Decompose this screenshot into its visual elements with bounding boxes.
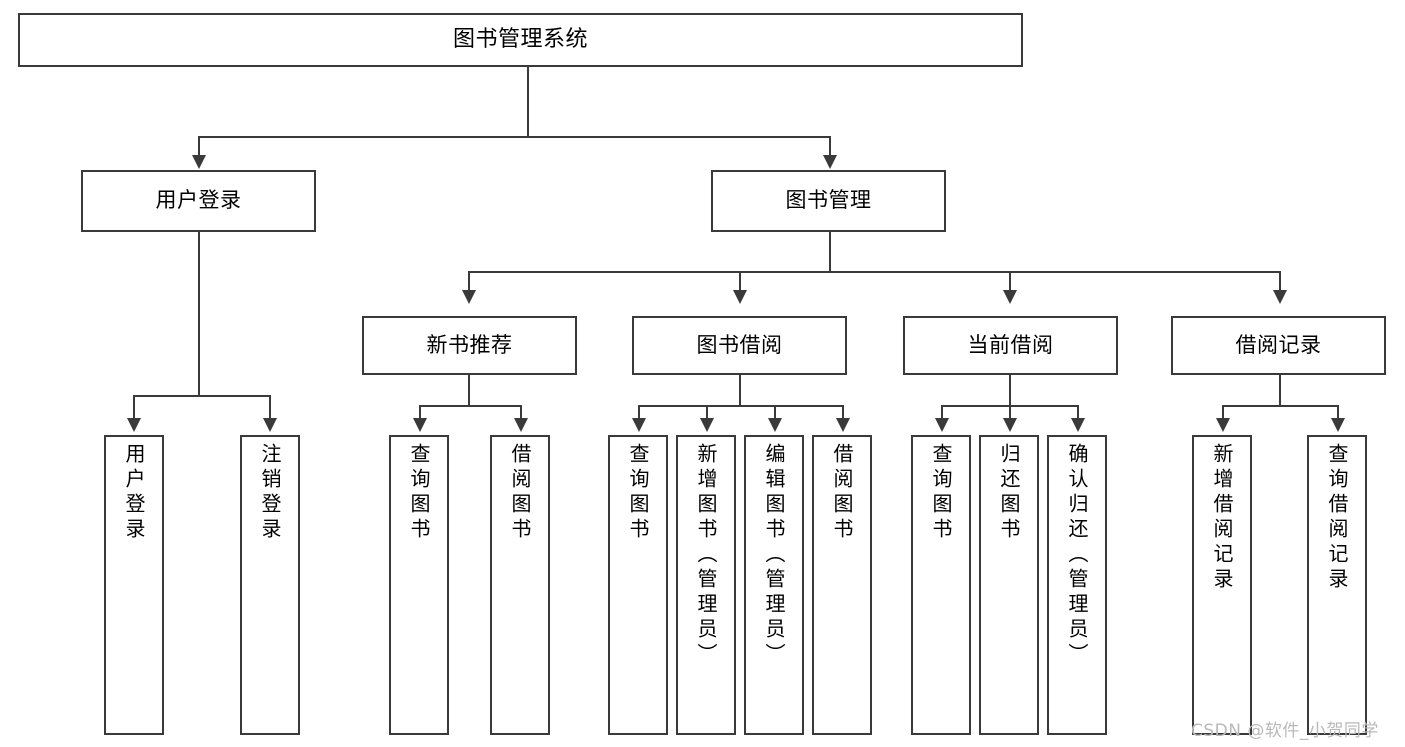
- connector-new-book-rec-stem: [468, 375, 470, 406]
- node-label: 查询图书: [929, 443, 953, 543]
- node-label: 新书推荐: [426, 332, 513, 357]
- node-current-borrow[interactable]: 当前借阅: [903, 316, 1118, 375]
- connector-borrow-record-bus: [1222, 405, 1339, 407]
- node-leaf-user-logout[interactable]: 注销登录: [240, 435, 300, 735]
- connector-borrow-record-drop-2: [1337, 405, 1339, 421]
- arrow-to-leaf-edit-book: [768, 418, 782, 432]
- node-leaf-borrow-book-2[interactable]: 借阅图书: [812, 435, 872, 735]
- connector-to-book-borrow: [739, 271, 741, 293]
- arrow-root-to-user-login: [192, 155, 206, 169]
- node-label: 归还图书: [997, 443, 1021, 543]
- node-label: 注销登录: [258, 443, 282, 543]
- node-label: 确认归还（管理员）: [1065, 443, 1089, 668]
- node-leaf-query-book-2[interactable]: 查询图书: [608, 435, 668, 735]
- connector-level3-bus: [468, 271, 1280, 273]
- connector-user-login-bus: [133, 395, 270, 397]
- node-book-borrow[interactable]: 图书借阅: [632, 316, 847, 375]
- arrow-to-borrow-record: [1273, 290, 1287, 304]
- node-label: 新增图书（管理员）: [694, 443, 718, 668]
- arrow-to-leaf-query-book-2: [632, 418, 646, 432]
- node-label: 用户登录: [122, 443, 146, 543]
- connector-book-borrow-drop-3: [774, 405, 776, 421]
- node-leaf-add-borrow-record[interactable]: 新增借阅记录: [1192, 435, 1252, 735]
- arrow-to-leaf-query-book-1: [413, 418, 427, 432]
- node-label: 借阅图书: [830, 443, 854, 543]
- connector-book-manage-stem: [829, 232, 831, 272]
- arrow-to-leaf-add-book: [700, 418, 714, 432]
- connector-borrow-record-stem: [1279, 375, 1281, 406]
- connector-borrow-record-drop-1: [1222, 405, 1224, 421]
- node-root-book-management-system[interactable]: 图书管理系统: [18, 13, 1023, 67]
- arrow-to-book-borrow: [733, 290, 747, 304]
- connector-root-stem: [527, 67, 529, 137]
- connector-user-login-drop-1: [133, 395, 135, 421]
- node-label: 借阅记录: [1235, 332, 1322, 357]
- connector-new-book-rec-drop-2: [520, 405, 522, 421]
- node-leaf-query-borrow-record[interactable]: 查询借阅记录: [1307, 435, 1367, 735]
- connector-root-to-user-login: [198, 136, 200, 158]
- connector-book-borrow-bus: [638, 405, 843, 407]
- connector-current-borrow-drop-1: [941, 405, 943, 421]
- node-label: 图书管理: [785, 188, 872, 213]
- arrow-to-current-borrow: [1003, 290, 1017, 304]
- node-label: 用户登录: [155, 188, 242, 213]
- node-leaf-user-login[interactable]: 用户登录: [104, 435, 164, 735]
- node-label: 借阅图书: [508, 443, 532, 543]
- connector-root-to-book-manage: [829, 136, 831, 158]
- node-book-management[interactable]: 图书管理: [711, 170, 946, 232]
- node-leaf-query-book-3[interactable]: 查询图书: [911, 435, 971, 735]
- node-user-login[interactable]: 用户登录: [81, 170, 316, 232]
- connector-book-borrow-stem: [739, 375, 741, 406]
- node-new-book-recommend[interactable]: 新书推荐: [362, 316, 577, 375]
- node-leaf-borrow-book-1[interactable]: 借阅图书: [490, 435, 550, 735]
- arrow-to-new-book-rec: [462, 290, 476, 304]
- connector-book-borrow-drop-2: [706, 405, 708, 421]
- arrow-to-leaf-user-logout: [263, 418, 277, 432]
- arrow-to-leaf-user-login: [127, 418, 141, 432]
- connector-book-borrow-drop-1: [638, 405, 640, 421]
- arrow-to-leaf-borrow-book-1: [514, 418, 528, 432]
- csdn-watermark: CSDN @软件_小贺同学: [1191, 721, 1379, 741]
- node-label: 新增借阅记录: [1210, 443, 1234, 593]
- connector-current-borrow-stem: [1009, 375, 1011, 406]
- connector-user-login-drop-2: [269, 395, 271, 421]
- node-leaf-add-book-admin[interactable]: 新增图书（管理员）: [676, 435, 736, 735]
- connector-current-borrow-drop-3: [1077, 405, 1079, 421]
- node-label: 查询图书: [407, 443, 431, 543]
- node-leaf-query-book-1[interactable]: 查询图书: [389, 435, 449, 735]
- connector-book-borrow-drop-4: [842, 405, 844, 421]
- node-label: 图书管理系统: [452, 26, 588, 52]
- node-label: 图书借阅: [696, 332, 783, 357]
- node-label: 编辑图书（管理员）: [762, 443, 786, 668]
- connector-to-new-book-rec: [468, 271, 470, 293]
- connector-new-book-rec-drop-1: [419, 405, 421, 421]
- arrow-to-leaf-return-book: [1003, 418, 1017, 432]
- node-label: 当前借阅: [967, 332, 1054, 357]
- arrow-to-leaf-add-record: [1216, 418, 1230, 432]
- node-borrow-record[interactable]: 借阅记录: [1171, 316, 1386, 375]
- connector-new-book-rec-bus: [419, 405, 522, 407]
- node-label: 查询借阅记录: [1325, 443, 1349, 593]
- arrow-to-leaf-confirm-return: [1071, 418, 1085, 432]
- arrow-to-leaf-query-record: [1331, 418, 1345, 432]
- node-leaf-edit-book-admin[interactable]: 编辑图书（管理员）: [744, 435, 804, 735]
- arrow-to-leaf-borrow-book-2: [836, 418, 850, 432]
- connector-to-current-borrow: [1009, 271, 1011, 293]
- node-leaf-confirm-return-admin[interactable]: 确认归还（管理员）: [1047, 435, 1107, 735]
- arrow-root-to-book-manage: [823, 155, 837, 169]
- connector-to-borrow-record: [1279, 271, 1281, 293]
- connector-root-bus: [198, 136, 830, 138]
- node-label: 查询图书: [626, 443, 650, 543]
- node-leaf-return-book[interactable]: 归还图书: [979, 435, 1039, 735]
- arrow-to-leaf-query-book-3: [935, 418, 949, 432]
- connector-current-borrow-drop-2: [1009, 405, 1011, 421]
- connector-user-login-stem: [198, 232, 200, 396]
